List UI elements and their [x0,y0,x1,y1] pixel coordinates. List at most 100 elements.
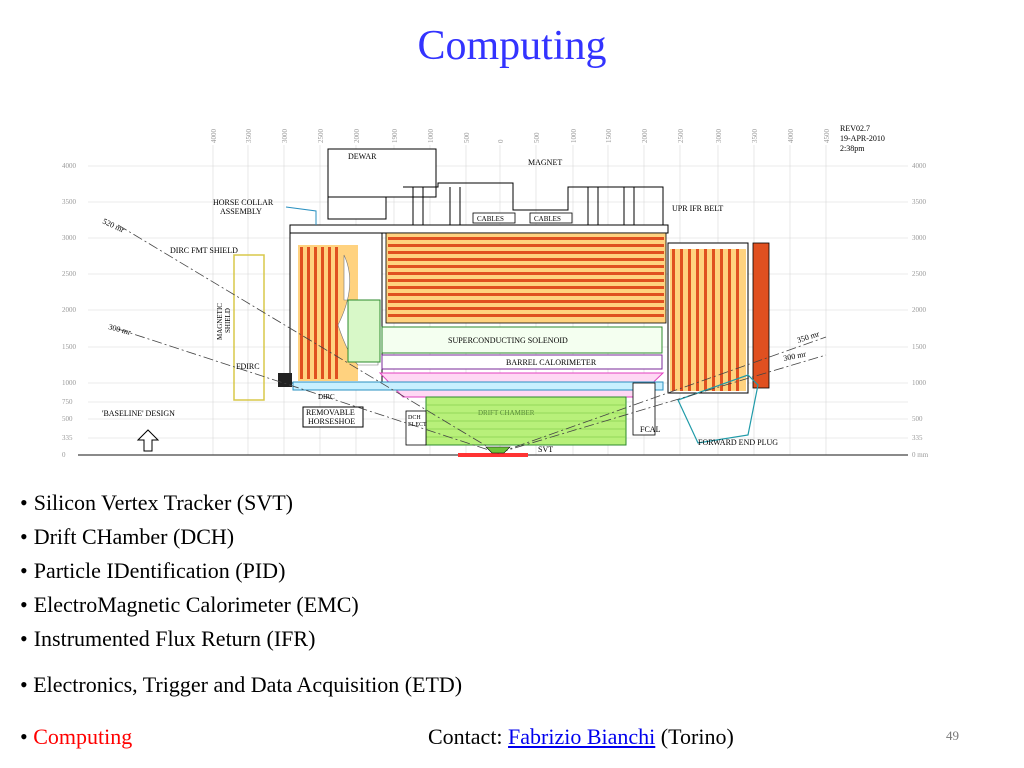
magnet-frame [403,182,664,225]
svt-shape [485,446,511,454]
detector-drawing: 4000 3500 3000 2500 2000 1900 1000 500 0… [62,124,929,459]
svg-text:0 mm: 0 mm [912,451,929,459]
bullet-item-pid: •Particle IDentification (PID) [20,554,359,588]
bullet-item-emc: •ElectroMagnetic Calorimeter (EMC) [20,588,359,622]
bullet-dot: • [20,592,28,617]
svg-text:4500: 4500 [823,129,831,144]
slide-title: Computing [417,23,607,69]
svg-text:DEWAR: DEWAR [348,152,377,161]
svg-text:3500: 3500 [751,129,759,144]
svg-text:CABLES: CABLES [477,215,504,223]
svg-text:520 mr: 520 mr [101,217,126,235]
bullet-dot: • [20,558,28,583]
top-scale: 4000 3500 3000 2500 2000 1900 1000 500 0… [210,129,831,144]
svg-text:SHIELD: SHIELD [224,308,232,333]
svg-text:2000: 2000 [912,306,927,314]
svg-text:3500: 3500 [912,198,927,206]
computing-label: Computing [33,724,133,749]
bullet-dot: • [20,490,28,515]
svg-text:FORWARD END PLUG: FORWARD END PLUG [698,438,778,447]
bullet-text: Instrumented Flux Return (IFR) [33,626,316,651]
svg-text:350 mr: 350 mr [796,329,821,345]
svg-text:FDIRC: FDIRC [236,362,260,371]
forward-ifr [670,249,746,391]
svg-text:335: 335 [62,434,73,442]
dirc-fmt-shield [233,254,265,401]
svg-text:REV02.7: REV02.7 [840,124,870,133]
svg-text:ELECT: ELECT [408,422,427,428]
svg-text:300 mr: 300 mr [783,349,808,363]
bullet-text: Silicon Vertex Tracker (SVT) [33,490,293,515]
bullet-list: •Silicon Vertex Tracker (SVT) •Drift CHa… [20,486,359,656]
svg-text:500: 500 [62,415,73,423]
support-beams [412,187,635,227]
svg-text:2000: 2000 [353,129,361,144]
svg-text:2:38pm: 2:38pm [840,144,865,153]
svt-marker [458,453,528,457]
svg-text:1000: 1000 [570,129,578,144]
svg-text:1000: 1000 [62,379,77,387]
right-scale: 4000 3500 3000 2500 2000 1500 1000 500 3… [912,162,929,459]
svg-text:'BASELINE' DESIGN: 'BASELINE' DESIGN [102,409,175,418]
left-scale: 4000 3500 3000 2500 2000 1500 1000 750 5… [62,162,77,459]
svg-text:DIRC: DIRC [318,393,335,401]
svg-text:1000: 1000 [912,379,927,387]
bullet-dot: • [20,672,28,697]
forward-end-plug [677,374,759,444]
bullet-item-computing: • Computing [20,724,132,750]
page-number: 49 [946,728,959,743]
bullet-dot: • [20,724,28,749]
fdirc-block [278,373,292,387]
svg-text:3000: 3000 [62,234,77,242]
contact-prefix: Contact: [428,724,503,749]
svg-text:HORSESHOE: HORSESHOE [308,417,355,426]
svg-text:1500: 1500 [912,343,927,351]
dirc-bar [292,381,664,391]
horseshoe-box [302,406,364,428]
svg-text:MAGNETIC: MAGNETIC [216,303,224,340]
contact-line: Contact: Fabrizio Bianchi (Torino) [428,724,734,750]
bullet-text: Drift CHamber (DCH) [33,524,235,549]
contact-suffix: (Torino) [660,724,734,749]
svg-text:2000: 2000 [641,129,649,144]
contact-name-link[interactable]: Fabrizio Bianchi [508,724,656,749]
svg-text:DIRC FMT SHIELD: DIRC FMT SHIELD [170,246,238,255]
svg-text:335: 335 [912,434,923,442]
svg-text:4000: 4000 [210,129,218,144]
angle-lines [117,224,827,454]
bullet-item-ifr: •Instrumented Flux Return (IFR) [20,622,359,656]
bullet-item-etd: • Electronics, Trigger and Data Acquisit… [20,672,462,698]
svg-text:500: 500 [912,415,923,423]
svg-text:2500: 2500 [317,129,325,144]
svg-text:0: 0 [62,451,66,459]
svg-text:2500: 2500 [677,129,685,144]
dewar-shape [327,148,437,198]
svg-text:2500: 2500 [912,270,927,278]
bullet-item-dch: •Drift CHamber (DCH) [20,520,359,554]
revision-stamp: REV02.7 19-APR-2010 2:38pm [840,124,885,153]
svg-text:4000: 4000 [787,129,795,144]
barrel-ifr [385,232,667,324]
svg-text:3500: 3500 [245,129,253,144]
svg-text:SVT: SVT [538,445,553,454]
bullet-text: Particle IDentification (PID) [33,558,286,583]
barrel-calorimeter-box [381,354,663,370]
svg-text:4000: 4000 [62,162,77,170]
bullet-dot: • [20,524,28,549]
svg-text:DCH: DCH [408,415,421,421]
svg-text:19-APR-2010: 19-APR-2010 [840,134,885,143]
svg-text:300 mr: 300 mr [107,322,132,337]
svg-text:UPR IFR BELT: UPR IFR BELT [672,204,723,213]
svg-text:4000: 4000 [912,162,927,170]
svg-text:3000: 3000 [281,129,289,144]
svg-text:MAGNET: MAGNET [528,158,562,167]
svg-text:3000: 3000 [912,234,927,242]
svg-text:FCAL: FCAL [640,425,661,434]
svg-text:ASSEMBLY: ASSEMBLY [220,207,262,216]
svg-text:BARREL CALORIMETER: BARREL CALORIMETER [506,358,597,367]
bullet-text: ElectroMagnetic Calorimeter (EMC) [33,592,359,617]
svg-text:3000: 3000 [715,129,723,144]
svg-text:0: 0 [497,139,505,143]
svg-text:3500: 3500 [62,198,77,206]
svg-text:2500: 2500 [62,270,77,278]
